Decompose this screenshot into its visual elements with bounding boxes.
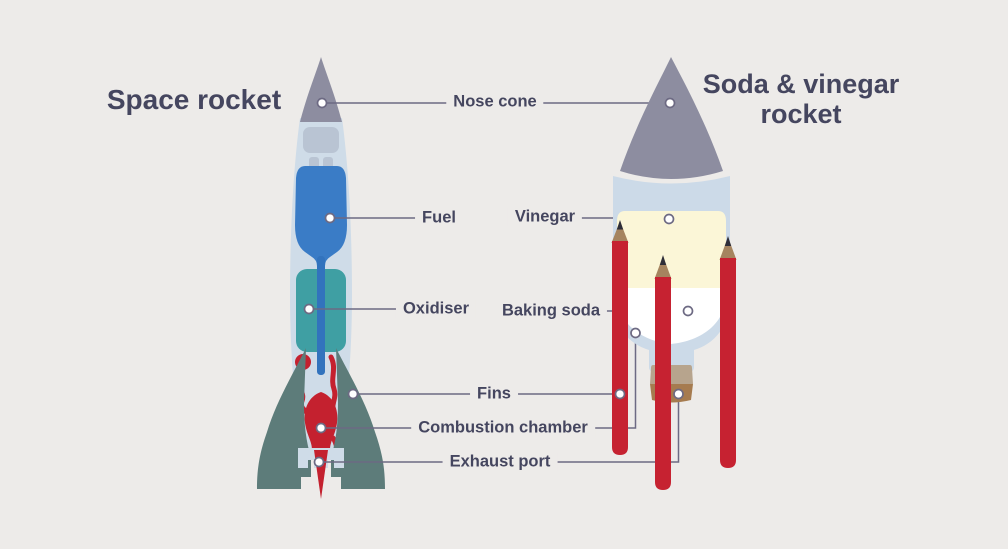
label-exhaust-port: Exhaust port xyxy=(442,452,558,472)
fuel-pipe xyxy=(317,256,325,375)
leader-combustion-right xyxy=(585,333,637,429)
leader-exhaust-right xyxy=(540,394,680,463)
label-vinegar: Vinegar xyxy=(507,207,583,227)
space-fin-left xyxy=(257,348,311,489)
pencil-left xyxy=(611,220,629,455)
fuel-dot xyxy=(324,212,336,224)
label-nose-cone: Nose cone xyxy=(446,92,544,112)
label-oxidiser: Oxidiser xyxy=(395,299,477,319)
combustion-dot-left xyxy=(315,422,327,434)
baking-soda-dot xyxy=(682,305,694,317)
oxidiser-dot xyxy=(303,303,315,315)
combustion-chamber-shape xyxy=(304,392,338,450)
vinegar-layer xyxy=(617,211,726,288)
exhaust-dot-left xyxy=(313,456,325,468)
fuel-tank xyxy=(295,166,347,266)
label-fuel: Fuel xyxy=(415,208,463,228)
space-fin-right xyxy=(331,348,385,489)
soda-rocket-illustration xyxy=(611,57,737,490)
vinegar-dot xyxy=(663,213,675,225)
pencil-fins-dot xyxy=(614,388,626,400)
label-baking-soda: Baking soda xyxy=(494,301,608,321)
label-combustion-chamber: Combustion chamber xyxy=(411,418,595,438)
soda-vinegar-rocket-title: Soda & vinegar rocket xyxy=(702,69,900,129)
exhaust-dot-right xyxy=(673,388,684,400)
soda-nose-dot xyxy=(664,97,676,109)
soda-nose-cone xyxy=(620,57,723,179)
space-fins-dot xyxy=(347,388,359,400)
baking-soda-layer xyxy=(617,288,726,344)
space-nose-dot xyxy=(316,97,328,109)
pencil-middle xyxy=(654,255,672,490)
connector-dots xyxy=(303,97,694,468)
space-rocket-title: Space rocket xyxy=(106,84,282,115)
space-rocket-illustration xyxy=(257,57,385,499)
space-nose-cone xyxy=(300,57,342,122)
combustion-dot-right xyxy=(630,327,641,339)
pencil-right xyxy=(719,236,737,468)
label-fins: Fins xyxy=(470,384,518,404)
